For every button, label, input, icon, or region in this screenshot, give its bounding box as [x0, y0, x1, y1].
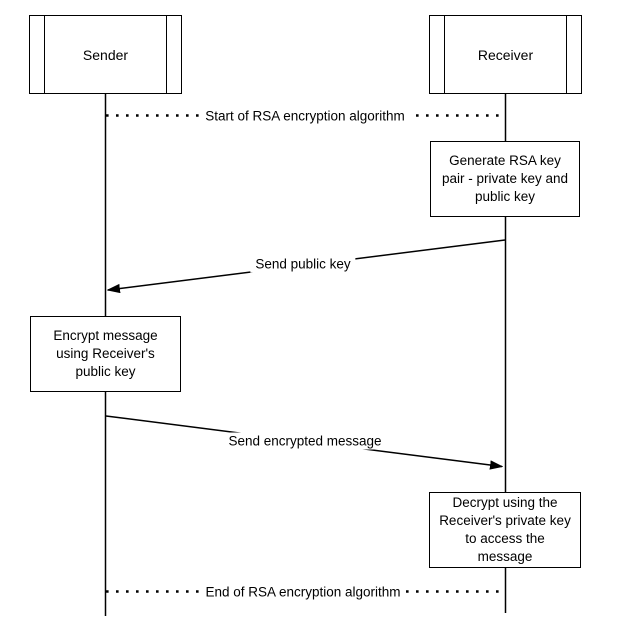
entity-inner-line-left — [444, 16, 445, 93]
participant-sender: Sender — [29, 15, 182, 94]
entity-inner-line-left — [44, 16, 45, 93]
participant-sender-label: Sender — [82, 46, 129, 63]
entity-inner-line-right — [566, 16, 567, 93]
send-encrypted-message-label: Send encrypted message — [223, 432, 387, 450]
encrypt-message-box: Encrypt message using Receiver's public … — [30, 316, 181, 392]
entity-inner-line-right — [166, 16, 167, 93]
start-separator-label: Start of RSA encryption algorithm — [200, 107, 410, 125]
send-public-key-label: Send public key — [250, 255, 356, 273]
participant-receiver-label: Receiver — [477, 46, 534, 63]
end-separator-label: End of RSA encryption algorithm — [200, 583, 406, 601]
participant-receiver: Receiver — [429, 15, 582, 94]
generate-key-box: Generate RSA key pair - private key and … — [430, 141, 580, 217]
decrypt-message-box: Decrypt using the Receiver's private key… — [429, 492, 581, 568]
